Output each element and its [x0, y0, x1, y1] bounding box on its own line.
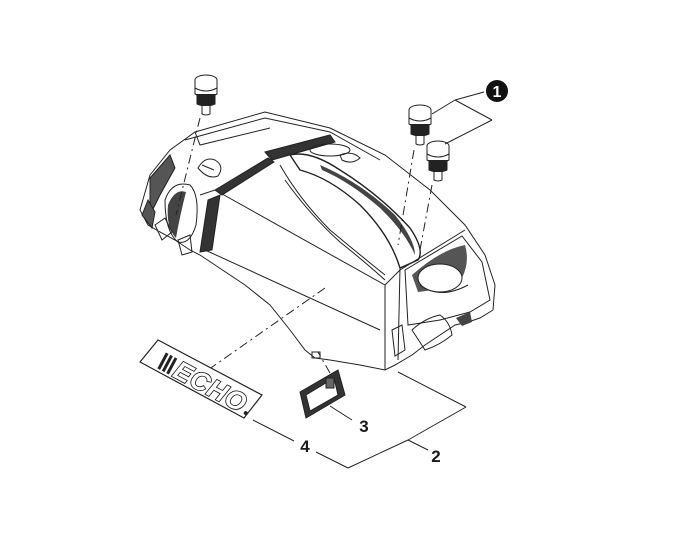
screw-knob-icon — [426, 140, 450, 182]
callout-4-label: 4 — [300, 437, 310, 456]
label-plate-icon — [299, 369, 346, 419]
callout-1-label: 1 — [493, 84, 502, 101]
decal-brand-text: ECHO — [169, 355, 253, 419]
assembly-centerlines — [175, 117, 433, 374]
engine-cover-icon — [139, 111, 496, 371]
screw-knob-icon — [408, 104, 432, 146]
callout-3-label: 3 — [359, 417, 368, 436]
callout-1: 1 — [486, 80, 508, 102]
leader-lines — [252, 91, 493, 469]
screw-knob-icon — [194, 74, 218, 116]
callout-2-label: 2 — [431, 447, 440, 466]
echo-decal-icon: ECHO — [139, 339, 263, 419]
